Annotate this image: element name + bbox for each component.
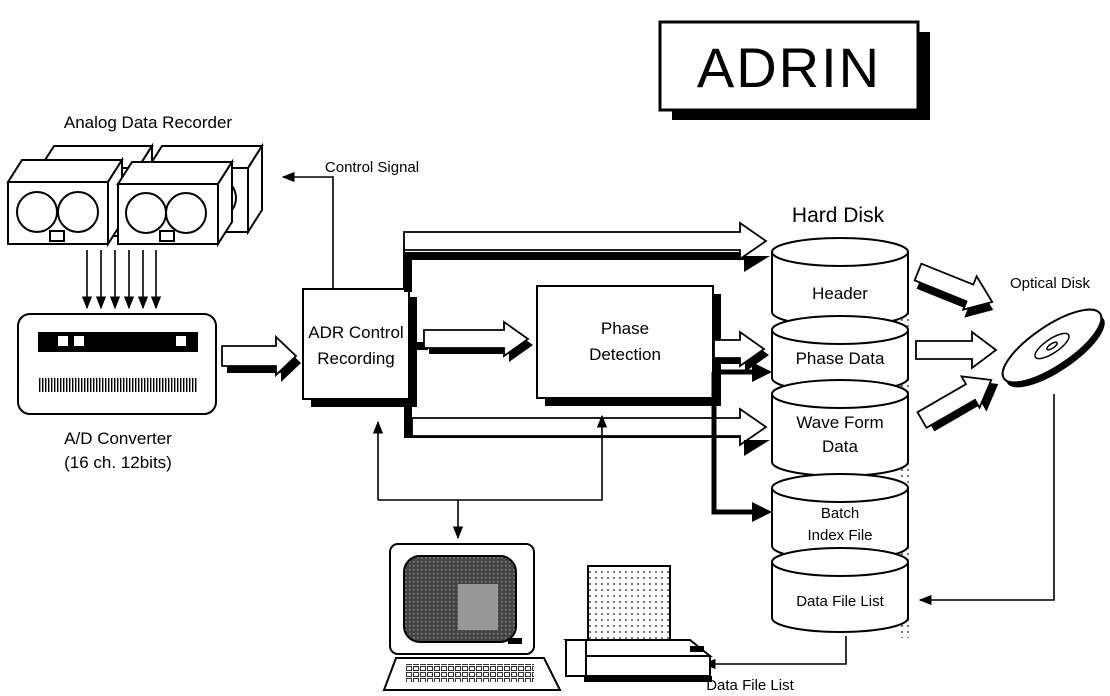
computer-terminal-icon bbox=[382, 543, 562, 691]
adr-control-label: ADR Control bbox=[308, 323, 403, 342]
hard-disk-segment-header: Header bbox=[812, 284, 868, 303]
hard-disk-segment-index-file: Index File bbox=[807, 527, 872, 544]
arrow-phase-to-phase-data bbox=[713, 330, 769, 372]
control-signal-line bbox=[281, 171, 334, 288]
hard-disk-segment-wave-form: Wave Form bbox=[796, 413, 883, 432]
hard-disk-stack bbox=[771, 237, 910, 638]
adr-recording-label: Recording bbox=[317, 349, 395, 368]
adr-control-box bbox=[302, 288, 417, 407]
phase-label: Phase bbox=[601, 319, 649, 338]
hard-disk-segment-data-file-list: Data File List bbox=[796, 593, 884, 610]
title-box: ADRIN bbox=[658, 20, 930, 120]
arrow-adr-to-phase bbox=[412, 320, 533, 362]
data-file-list-output-label: Data File List bbox=[706, 677, 794, 694]
title-text: ADRIN bbox=[697, 36, 881, 99]
arrows-to-optical-disk bbox=[913, 262, 999, 432]
printer-icon bbox=[563, 565, 713, 682]
ad-converter-sublabel: (16 ch. 12bits) bbox=[64, 453, 172, 472]
arrow-adr-to-header bbox=[403, 221, 770, 292]
ad-converter-icon bbox=[17, 313, 217, 415]
control-signal-label: Control Signal bbox=[325, 159, 419, 176]
optical-disk-label: Optical Disk bbox=[1010, 275, 1091, 292]
arrow-converter-to-adr bbox=[221, 334, 301, 382]
terminal-feedback-lines bbox=[372, 414, 608, 540]
phase-detection-box bbox=[536, 285, 721, 406]
arrow-optical-to-data-file-list bbox=[918, 394, 1055, 606]
hard-disk-segment-wave-form-data: Data bbox=[822, 437, 858, 456]
arrow-head-phase-data bbox=[752, 362, 772, 382]
arrow-adr-to-waveform bbox=[404, 400, 770, 456]
analog-data-recorder-label: Analog Data Recorder bbox=[64, 113, 233, 132]
ad-converter-label: A/D Converter bbox=[64, 429, 172, 448]
signal-arrows bbox=[81, 250, 162, 310]
hard-disk-segment-batch: Batch bbox=[821, 505, 859, 522]
hard-disk-label: Hard Disk bbox=[792, 204, 885, 227]
arrow-head-batch-index bbox=[752, 502, 772, 522]
arrow-list-to-printer bbox=[702, 636, 847, 670]
hard-disk-segment-phase-data: Phase Data bbox=[796, 349, 885, 368]
branch-to-batch-index bbox=[711, 369, 752, 515]
analog-data-recorder-icon bbox=[6, 142, 264, 248]
detection-label: Detection bbox=[589, 345, 661, 364]
optical-disk-icon bbox=[1001, 308, 1105, 388]
